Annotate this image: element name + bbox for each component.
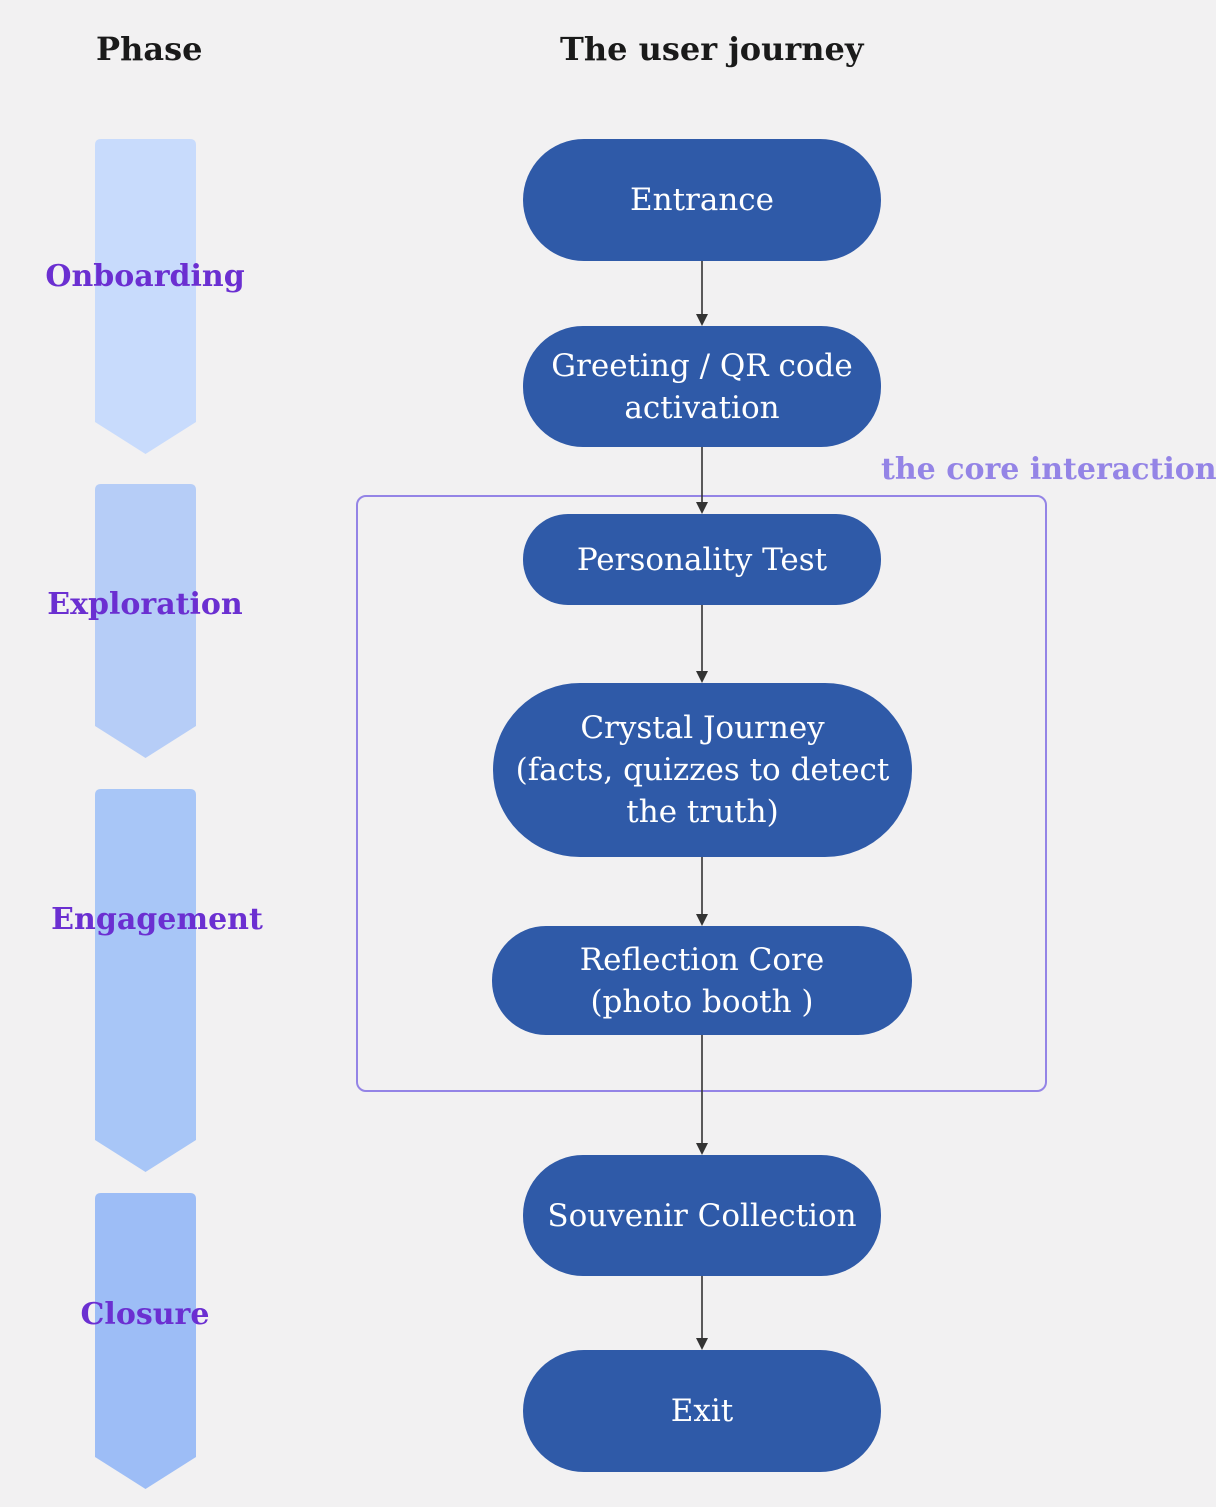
phase-exploration <box>95 484 196 758</box>
phase-onboarding <box>95 139 196 454</box>
phase-onboarding-shape <box>95 139 196 454</box>
arrowhead <box>696 314 708 326</box>
arrowhead <box>696 914 708 926</box>
step-souvenir-collection: Souvenir Collection <box>523 1155 881 1276</box>
arrowhead <box>696 1143 708 1155</box>
step-greeting: Greeting / QR code activation <box>523 326 881 447</box>
phase-label-exploration: Exploration <box>47 587 243 622</box>
phase-engagement <box>95 789 196 1172</box>
phase-label-engagement: Engagement <box>51 902 263 937</box>
step-reflection-core-label: Reflection Core (photo booth ) <box>579 941 825 1020</box>
step-entrance-label: Entrance <box>629 182 775 218</box>
step-souvenir-collection-label: Souvenir Collection <box>547 1197 857 1234</box>
step-personality-test-label: Personality Test <box>576 541 828 578</box>
phase-exploration-shape <box>95 484 196 758</box>
step-entrance: Entrance <box>523 139 881 261</box>
arrowhead <box>696 671 708 683</box>
journey-column-header: The user journey <box>560 30 864 68</box>
phase-label-closure: Closure <box>80 1297 210 1332</box>
arrowhead <box>696 1338 708 1350</box>
step-exit-label: Exit <box>670 1393 734 1429</box>
step-reflection-core: Reflection Core (photo booth ) <box>492 926 912 1035</box>
step-greeting-label: Greeting / QR code activation <box>551 347 853 426</box>
phase-closure <box>95 1193 196 1489</box>
phase-closure-shape <box>95 1193 196 1489</box>
step-crystal-journey: Crystal Journey (facts, quizzes to detec… <box>493 683 912 857</box>
phase-label-onboarding: Onboarding <box>45 259 245 294</box>
step-crystal-journey-label: Crystal Journey (facts, quizzes to detec… <box>515 710 890 830</box>
step-personality-test: Personality Test <box>523 514 881 605</box>
phase-column-header: Phase <box>96 30 203 68</box>
step-exit: Exit <box>523 1350 881 1472</box>
core-interaction-label: the core interaction <box>881 452 1216 487</box>
arrowhead <box>696 502 708 514</box>
phase-engagement-shape <box>95 789 196 1172</box>
